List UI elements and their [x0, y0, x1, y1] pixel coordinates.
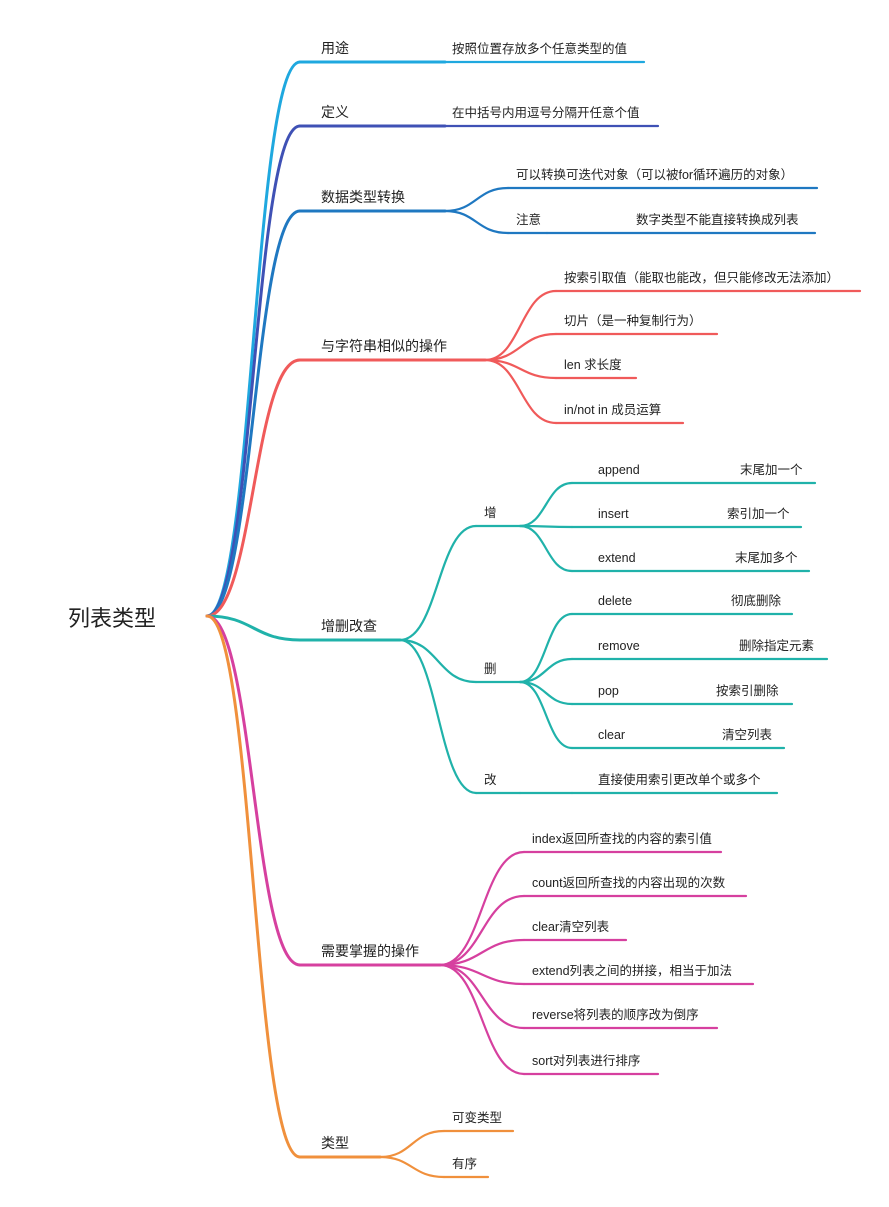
node-zengshan-child-1-sub-3-desc[interactable]: 清空列表	[722, 728, 773, 742]
edge-zengshan-child-0-sub-0	[518, 481, 574, 528]
node-zengshan-child-1-sub-2-desc[interactable]: 按索引删除	[716, 683, 779, 698]
edge-root-to-zhuanhuan	[205, 209, 302, 618]
edge-zengshan-child-1	[398, 638, 478, 684]
node-zhangwo-child-4[interactable]: reverse将列表的顺序改为倒序	[532, 1007, 699, 1022]
edge-zhangwo-child-3	[438, 963, 526, 986]
edge-zhuanhuan-child-1	[443, 209, 510, 235]
edge-root-to-leixing	[205, 614, 302, 1159]
node-zifuchuan-child-3[interactable]: in/not in 成员运算	[564, 402, 661, 417]
topic-dingyi[interactable]: 定义	[321, 104, 349, 120]
edge-zhangwo-child-2	[438, 938, 526, 967]
edge-zhuanhuan-child-0	[443, 186, 510, 213]
edge-root-to-zhangwo	[205, 614, 302, 967]
node-yongtu-child-0[interactable]: 按照位置存放多个任意类型的值	[452, 41, 627, 56]
node-zengshan-child-0-sub-1-desc[interactable]: 索引加一个	[727, 507, 790, 521]
node-zengshan-child-2-sub-0[interactable]: 直接使用索引更改单个或多个	[598, 772, 761, 787]
node-zengshan-child-1-sub-1-desc[interactable]: 删除指定元素	[739, 638, 814, 653]
node-zengshan-child-0-sub-0-desc[interactable]: 末尾加一个	[740, 463, 803, 477]
node-zhuanhuan-child-0[interactable]: 可以转换可迭代对象（可以被for循环遍历的对象）	[516, 167, 793, 182]
edge-leixing-child-1	[378, 1155, 446, 1179]
node-zengshan-child-1[interactable]: 删	[484, 662, 497, 676]
node-zengshan-child-1-sub-2[interactable]: pop	[598, 684, 619, 698]
node-zengshan-child-0-sub-0[interactable]: append	[598, 463, 640, 477]
node-zhuanhuan-child-1[interactable]: 注意	[516, 212, 541, 227]
edge-zengshan-child-2	[398, 638, 478, 795]
edge-zifuchuan-child-2	[483, 358, 558, 380]
edge-root-to-zengshan	[205, 614, 302, 642]
node-zhangwo-child-5[interactable]: sort对列表进行排序	[532, 1053, 640, 1068]
node-zengshan-child-1-sub-3[interactable]: clear	[598, 728, 625, 742]
node-zhangwo-child-3[interactable]: extend列表之间的拼接，相当于加法	[532, 963, 732, 978]
edge-zhangwo-child-4	[438, 963, 526, 1030]
topic-yongtu[interactable]: 用途	[321, 40, 349, 56]
node-zengshan-child-0-sub-2-desc[interactable]: 末尾加多个	[735, 551, 798, 565]
topic-zhangwo[interactable]: 需要掌握的操作	[321, 943, 419, 959]
edge-zhangwo-child-0	[438, 850, 526, 967]
edge-zifuchuan-child-0	[483, 289, 558, 362]
node-zifuchuan-child-0[interactable]: 按索引取值（能取也能改，但只能修改无法添加）	[564, 270, 839, 285]
node-zengshan-child-1-sub-0-desc[interactable]: 彻底删除	[731, 593, 782, 608]
node-zhuanhuan-child-1-note-0[interactable]: 数字类型不能直接转换成列表	[636, 212, 799, 227]
edge-root-to-dingyi	[205, 124, 302, 618]
edge-zengshan-child-0-sub-2	[518, 524, 574, 573]
edge-root-to-zifuchuan	[205, 358, 302, 618]
topic-zengshan[interactable]: 增删改查	[321, 618, 377, 634]
node-zhangwo-child-2[interactable]: clear清空列表	[532, 920, 610, 934]
edge-leixing-child-0	[378, 1129, 446, 1159]
edge-zengshan-child-1-sub-3	[518, 680, 574, 750]
node-zengshan-child-0[interactable]: 增	[484, 505, 497, 520]
topic-leixing[interactable]: 类型	[321, 1135, 349, 1151]
edges-layer	[205, 60, 862, 1179]
topic-zifuchuan[interactable]: 与字符串相似的操作	[321, 338, 447, 354]
edge-zhangwo-child-5	[438, 963, 526, 1076]
edge-zengshan-child-1-sub-1	[518, 657, 574, 684]
edge-zhangwo-child-1	[438, 894, 526, 967]
node-zengshan-child-1-sub-0[interactable]: delete	[598, 594, 632, 608]
edge-zifuchuan-child-1	[483, 332, 558, 362]
node-zengshan-child-1-sub-1[interactable]: remove	[598, 639, 640, 653]
node-zengshan-child-0-sub-2[interactable]: extend	[598, 551, 636, 565]
edge-zifuchuan-child-3	[483, 358, 558, 425]
node-zhangwo-child-1[interactable]: count返回所查找的内容出现的次数	[532, 875, 726, 890]
node-zhangwo-child-0[interactable]: index返回所查找的内容的索引值	[532, 831, 712, 846]
node-zengshan-child-0-sub-1[interactable]: insert	[598, 507, 629, 521]
node-zifuchuan-child-1[interactable]: 切片（是一种复制行为）	[564, 314, 702, 328]
node-leixing-child-0[interactable]: 可变类型	[452, 1110, 502, 1125]
node-zifuchuan-child-2[interactable]: len 求长度	[564, 357, 622, 372]
root-topic[interactable]: 列表类型	[68, 606, 156, 631]
node-leixing-child-1[interactable]: 有序	[452, 1156, 477, 1171]
node-zengshan-child-2[interactable]: 改	[484, 773, 497, 787]
node-dingyi-child-0[interactable]: 在中括号内用逗号分隔开任意个值	[452, 105, 640, 120]
topic-zhuanhuan[interactable]: 数据类型转换	[321, 189, 405, 205]
edge-zengshan-child-1-sub-0	[518, 612, 574, 684]
edge-zengshan-child-0	[398, 524, 478, 642]
